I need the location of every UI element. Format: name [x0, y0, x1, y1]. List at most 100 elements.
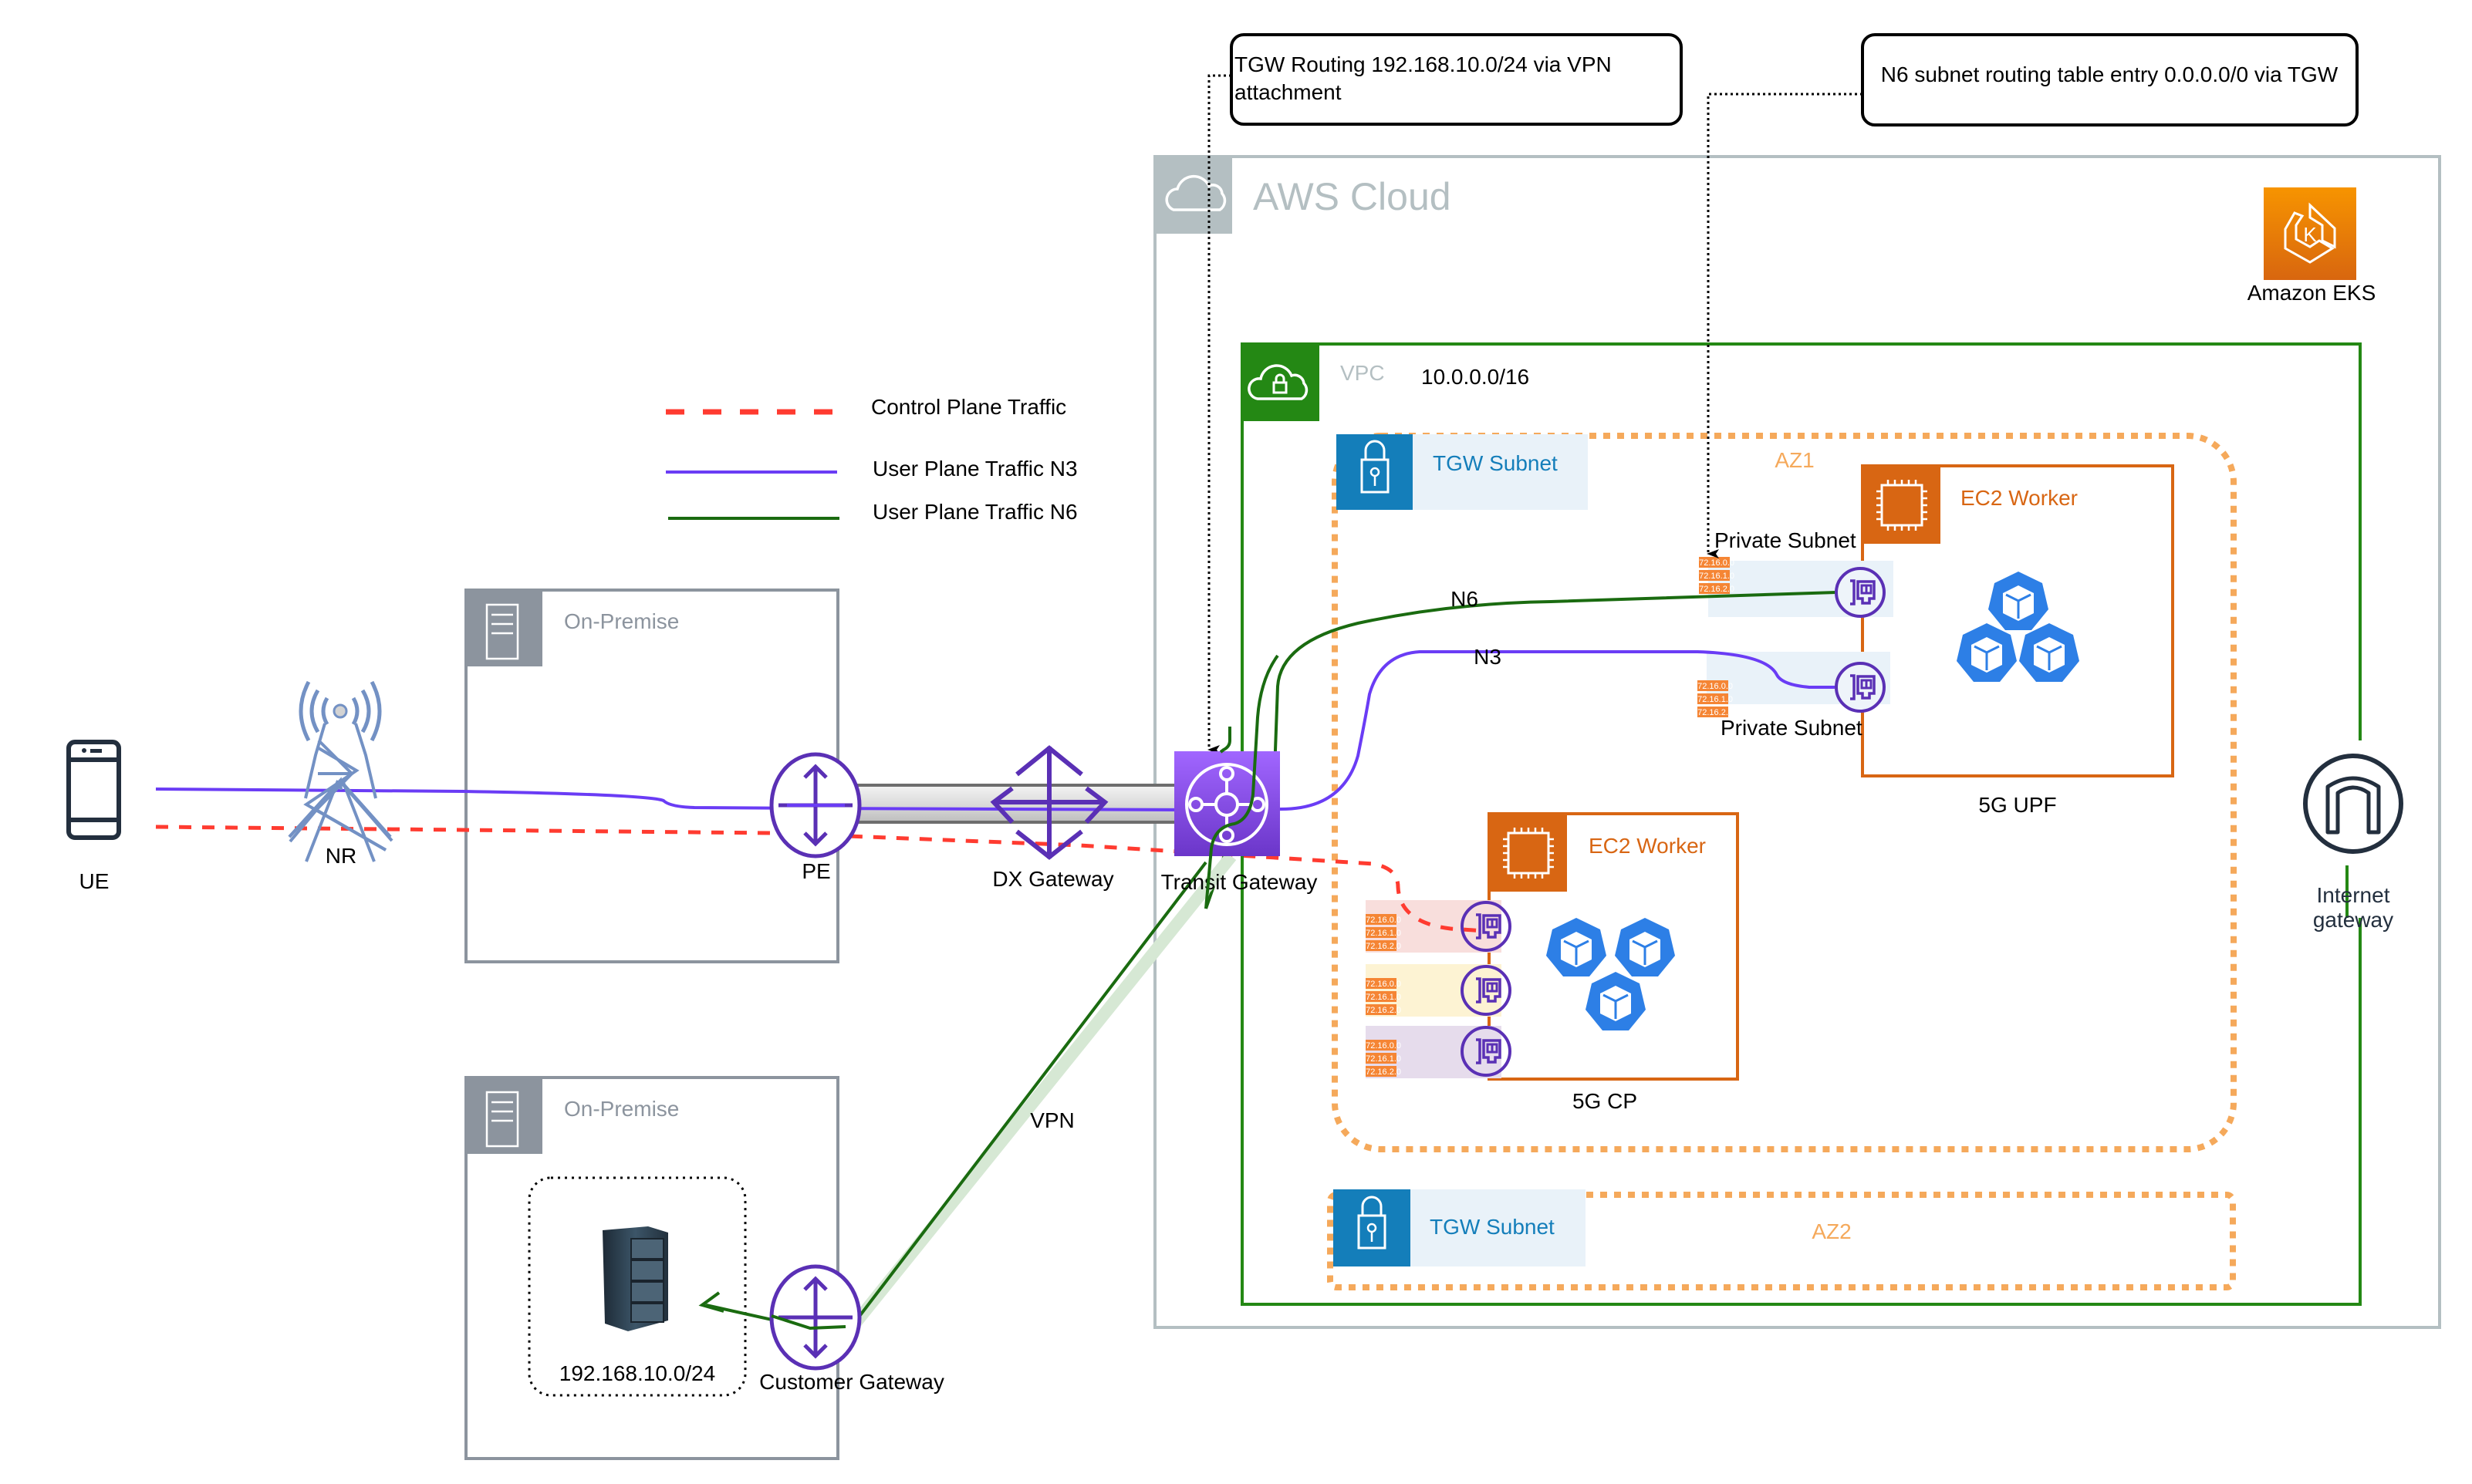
svg-text:172.16.1.0: 172.16.1.0 [1694, 572, 1734, 581]
az2-label: AZ2 [1812, 1219, 1851, 1243]
cloud-icon [1165, 175, 1227, 211]
kubernetes-pods-icon [1955, 570, 2081, 683]
internet-gateway-label-line2: gateway [2313, 908, 2393, 932]
route-table-icon: 172.16.0.0 172.16.1.0 172.16.2.0 [1361, 1040, 1401, 1077]
ue-device[interactable]: UE [66, 740, 121, 893]
svg-text:172.16.1.0: 172.16.1.0 [1693, 695, 1733, 704]
aws-cloud-group: AWS Cloud [1153, 155, 2441, 1329]
svg-text:172.16.0.0: 172.16.0.0 [1694, 558, 1734, 568]
private-subnet-n6-label: Private Subnet [1714, 528, 1856, 552]
callout-n6-routing: N6 subnet routing table entry 0.0.0.0/0 … [1861, 33, 2359, 126]
upf-label: 5G UPF [1978, 793, 2056, 817]
dx-gateway-icon [990, 745, 1109, 860]
server-icon [485, 603, 519, 660]
svg-text:K: K [2303, 223, 2317, 246]
pe-router[interactable]: PE [772, 754, 859, 883]
antenna-signal-icon [299, 680, 382, 742]
tgw-subnet-az2[interactable]: TGW Subnet [1333, 1189, 1586, 1266]
svg-text:172.16.2.0: 172.16.2.0 [1361, 942, 1401, 951]
transit-gateway[interactable]: Transit Gateway [1161, 727, 1318, 894]
internet-gateway-label-line1: Internet [2317, 883, 2390, 907]
eni-icon[interactable] [1835, 662, 1886, 713]
on-premise-top-group: On-Premise [464, 589, 839, 963]
amazon-eks[interactable]: K Amazon EKS [2247, 187, 2376, 305]
on-premise-bottom-group: On-Premise [464, 1076, 839, 1460]
vpn-traffic-line [705, 861, 1207, 1337]
route-table-icon: 172.16.0.0 172.16.1.0 172.16.2.0 [1694, 557, 1734, 594]
legend-n6-label: User Plane Traffic N6 [873, 500, 1078, 524]
svg-text:172.16.0.0: 172.16.0.0 [1361, 916, 1401, 925]
svg-text:172.16.2.0: 172.16.2.0 [1694, 585, 1734, 594]
svg-text:172.16.1.0: 172.16.1.0 [1361, 1054, 1401, 1064]
route-table-icon: 172.16.0.0 172.16.1.0 172.16.2.0 [1361, 914, 1401, 951]
eks-icon [2264, 187, 2356, 280]
control-plane-traffic-line [155, 825, 1486, 933]
az1-group: AZ1 [1332, 433, 2237, 1152]
mobile-phone-icon [66, 740, 121, 840]
on-premise-bottom-label: On-Premise [564, 1097, 679, 1121]
cp-subnet-purple[interactable]: 172.16.0.0 172.16.1.0 172.16.2.0 [1361, 1026, 1501, 1078]
dx-gateway-label: DX Gateway [992, 867, 1113, 891]
vpn-arrowhead [698, 1291, 724, 1313]
private-subnet-n3-label: Private Subnet [1721, 716, 1862, 740]
internet-gateway-icon [2303, 754, 2403, 854]
svg-text:172.16.2.0: 172.16.2.0 [1693, 708, 1733, 717]
customer-gateway-label: Customer Gateway [759, 1370, 944, 1394]
internet-gateway[interactable]: Internet gateway [2303, 740, 2403, 932]
eni-icon[interactable] [1835, 567, 1886, 618]
server-icon [485, 1091, 519, 1148]
n6-link-label: N6 [1450, 587, 1478, 611]
az2-group: AZ2 [1327, 1192, 2236, 1290]
cp-label: 5G CP [1572, 1089, 1637, 1113]
cell-tower-icon [288, 723, 393, 862]
route-table-icon: 172.16.0.0 172.16.1.0 172.16.2.0 [1361, 978, 1401, 1015]
transit-gateway-icon [1185, 763, 1268, 846]
lock-icon [1360, 440, 1390, 494]
kubernetes-pods-icon [1545, 916, 1677, 1032]
legend-control-plane-label: Control Plane Traffic [871, 395, 1066, 419]
svg-text:172.16.1.0: 172.16.1.0 [1361, 929, 1401, 938]
tgw-subnet-az2-label: TGW Subnet [1430, 1215, 1555, 1239]
server-subnet[interactable]: 192.168.10.0/24 [528, 1176, 747, 1397]
customer-gateway[interactable]: Customer Gateway [759, 1266, 944, 1394]
ec2-chip-icon [1876, 480, 1927, 531]
svg-text:attachment: attachment [1234, 80, 1342, 104]
nr-base-station[interactable]: NR [288, 680, 393, 868]
route-table-icon: 172.16.0.0 172.16.1.0 172.16.2.0 [1693, 680, 1733, 717]
ec2-worker-cp[interactable]: EC2 Worker 5G CP [1488, 812, 1739, 1113]
svg-text:172.16.0.0: 172.16.0.0 [1361, 1041, 1401, 1051]
legend: Control Plane Traffic User Plane Traffic… [666, 395, 1078, 524]
aws-cloud-label: AWS Cloud [1253, 175, 1451, 218]
ue-label: UE [79, 869, 110, 893]
vpn-tunnel-highlight [847, 852, 1237, 1331]
on-premise-top-label: On-Premise [564, 609, 679, 633]
n6-through-tgw [1204, 654, 1279, 909]
server-rack-icon [603, 1226, 668, 1331]
ec2-chip-icon [1503, 828, 1554, 879]
svg-text:172.16.2.0: 172.16.2.0 [1361, 1067, 1401, 1077]
tgw-subnet-az1[interactable]: TGW Subnet [1336, 434, 1588, 510]
connector-tgw-routing [1207, 74, 1231, 754]
svg-text:172.16.2.0: 172.16.2.0 [1361, 1006, 1401, 1015]
n3-traffic-line-onprem [155, 788, 1189, 811]
ec2-worker-upf[interactable]: EC2 Worker 5G UPF [1861, 464, 2174, 817]
ec2-worker-cp-label: EC2 Worker [1589, 834, 1706, 858]
router-icon [772, 1266, 859, 1368]
server-subnet-label: 192.168.10.0/24 [559, 1361, 715, 1385]
callout-tgw-routing: TGW Routing 192.168.10.0/24 via VPN atta… [1230, 33, 1683, 126]
pe-label: PE [802, 859, 830, 883]
vpc-label: VPC [1340, 361, 1385, 385]
legend-n3-label: User Plane Traffic N3 [873, 457, 1078, 481]
vpc-cidr: 10.0.0.0/16 [1421, 365, 1529, 389]
dx-gateway[interactable]: DX Gateway [990, 745, 1114, 891]
nr-label: NR [326, 844, 356, 868]
connector-n6-routing [1707, 93, 1862, 558]
lock-icon [1357, 1196, 1386, 1250]
svg-text:TGW Routing 192.168.10.0/24 vi: TGW Routing 192.168.10.0/24 via VPN [1234, 52, 1612, 76]
tgw-subnet-az1-label: TGW Subnet [1433, 451, 1558, 475]
svg-text:172.16.0.0: 172.16.0.0 [1693, 682, 1733, 691]
n3-traffic-line-aws [1278, 650, 1836, 811]
vpc-cloud-lock-icon [1248, 364, 1309, 400]
svg-text:N6 subnet routing table entry: N6 subnet routing table entry 0.0.0.0/0 … [1881, 62, 2339, 86]
